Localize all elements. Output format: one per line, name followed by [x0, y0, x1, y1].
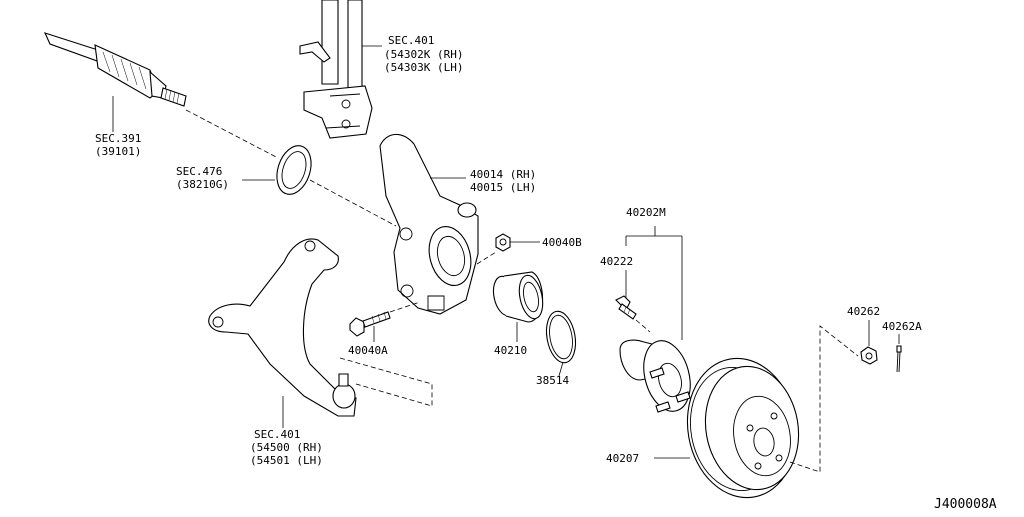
assembly-lines [185, 109, 859, 473]
callout-40040a: 40040A [348, 344, 388, 357]
leader-lines [112, 45, 900, 459]
callout-sec476-line2: (38210G) [176, 178, 229, 191]
lower-control-arm [208, 238, 357, 417]
callout-sec401-top-line1: SEC.401 [388, 34, 434, 47]
callout-sec391-line1: SEC.391 [95, 132, 141, 145]
bolt [349, 311, 391, 337]
callout-sec401-top-line3: (54303K (LH) [384, 61, 463, 74]
callout-sec401-lower: SEC.401 (54500 (RH) (54501 (LH) [250, 428, 323, 467]
callout-40202m: 40202M [626, 206, 666, 219]
callout-sec476: SEC.476 (38210G) [176, 165, 229, 191]
hub-bolt [615, 295, 637, 320]
diagram-code: J400008A [934, 497, 997, 512]
callout-sec401-lower-line2: (54500 (RH) [250, 441, 323, 454]
wheel-hub [619, 339, 691, 413]
steering-knuckle [379, 133, 479, 315]
callout-40040b: 40040B [542, 236, 582, 249]
callout-knuckle-line2: 40015 (LH) [470, 181, 536, 194]
callout-sec401-lower-line3: (54501 (LH) [250, 454, 323, 467]
callout-sec476-line1: SEC.476 [176, 165, 222, 178]
hub-nut [860, 346, 878, 365]
callout-40262a: 40262A [882, 320, 922, 333]
wheel-bearing [492, 271, 544, 323]
callout-sec401-top-line2: (54302K (RH) [384, 48, 463, 61]
callout-40207: 40207 [606, 452, 639, 465]
nut [495, 233, 511, 252]
callout-40262: 40262 [847, 305, 880, 318]
strut [299, 0, 373, 139]
callout-40222: 40222 [600, 255, 633, 268]
callout-knuckle-line1: 40014 (RH) [470, 168, 536, 181]
callout-knuckle: 40014 (RH) 40015 (LH) [470, 168, 536, 194]
snap-ring [545, 310, 577, 364]
cotter-pin [896, 345, 902, 373]
sensor-ring [276, 145, 312, 195]
callout-sec391: SEC.391 (39101) [95, 132, 141, 158]
drive-shaft [43, 32, 187, 107]
callout-sec391-line2: (39101) [95, 145, 141, 158]
callout-40210: 40210 [494, 344, 527, 357]
callout-sec401-lower-line1: SEC.401 [254, 428, 300, 441]
callout-38514: 38514 [536, 374, 569, 387]
brake-rotor [686, 357, 800, 499]
callout-sec401-top: SEC.401 (54302K (RH) (54303K (LH) [384, 34, 463, 74]
